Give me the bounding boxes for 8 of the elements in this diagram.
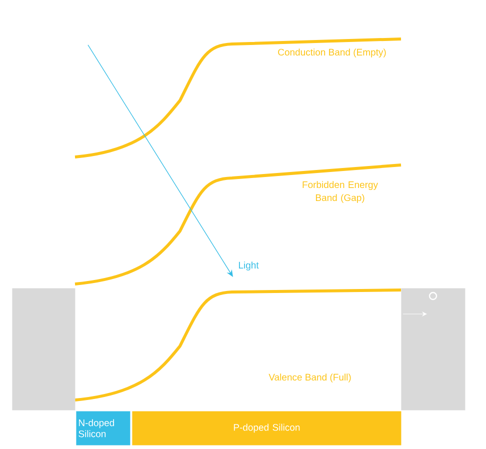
band-label: Conduction Band (Empty) (278, 48, 386, 58)
contact-box (401, 288, 466, 410)
light-label: Light (239, 262, 259, 270)
region-box: N-doped Silicon (76, 411, 130, 446)
band-label: Valence Band (Full) (268, 374, 351, 382)
band-label: Forbidden Energy Band (Gap) (302, 181, 378, 203)
region-box: P-doped Silicon (132, 411, 402, 446)
contact-box (12, 288, 76, 410)
